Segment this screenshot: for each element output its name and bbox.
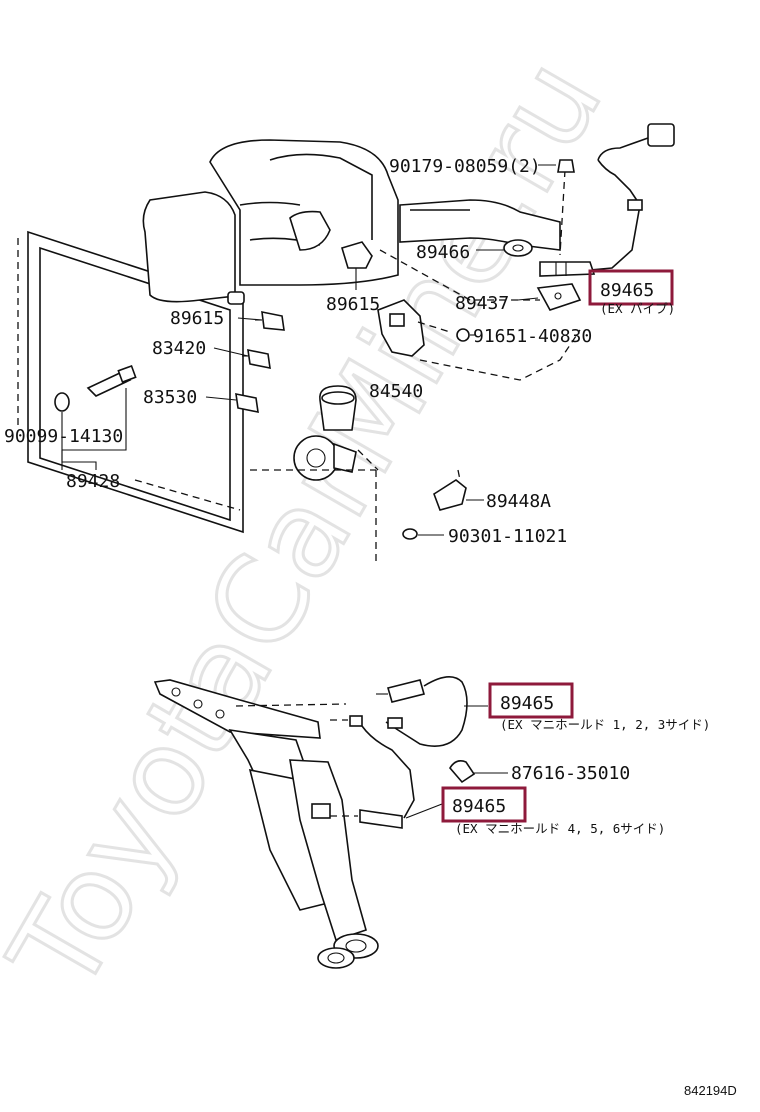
sensor-89615-left xyxy=(255,310,285,331)
label-90301-11021[interactable]: 90301-11021 xyxy=(448,526,567,547)
sensor-83530 xyxy=(235,392,259,414)
label-89465-top[interactable]: 89465 xyxy=(600,280,654,301)
note-ex-pipe: (EX パイプ) xyxy=(600,301,675,316)
label-89615-upper[interactable]: 89615 xyxy=(326,294,380,315)
o-ring-90301 xyxy=(134,329,581,565)
label-83530[interactable]: 83530 xyxy=(143,387,197,408)
label-89465-mid[interactable]: 89465 xyxy=(500,693,554,714)
label-91651-40830[interactable]: 91651-40830 xyxy=(473,326,592,347)
sensor-89428 xyxy=(54,364,137,412)
note-ex-manifold-456: (EX マニホールド 4, 5, 6サイド) xyxy=(455,821,665,836)
note-ex-manifold-123: (EX マニホールド 1, 2, 3サイド) xyxy=(500,717,710,732)
leader-lines xyxy=(61,249,539,819)
label-89437[interactable]: 89437 xyxy=(455,293,509,314)
gasket-89466 xyxy=(503,239,533,257)
bolt-90179 xyxy=(538,159,575,173)
exhaust-manifold xyxy=(153,679,379,969)
o2-sensor-exhaust-pipe xyxy=(539,123,675,277)
highlight-box-low xyxy=(441,786,527,823)
label-87616-35010[interactable]: 87616-35010 xyxy=(511,763,630,784)
highlight-box-top xyxy=(588,269,674,306)
label-89615-left[interactable]: 89615 xyxy=(170,308,224,329)
highlight-box-mid xyxy=(488,682,574,719)
sensor-89615-upper xyxy=(341,241,373,285)
power-steering-pump xyxy=(293,385,379,481)
label-89466[interactable]: 89466 xyxy=(416,242,470,263)
label-89448a[interactable]: 89448A xyxy=(486,491,551,512)
sensor-84540 xyxy=(377,299,470,357)
label-89428[interactable]: 89428 xyxy=(66,471,120,492)
sensor-89448a xyxy=(433,469,467,511)
sensor-83420 xyxy=(242,348,271,370)
label-90179-08059[interactable]: 90179-08059(2) xyxy=(389,156,541,177)
bracket-89437 xyxy=(536,283,582,311)
o2-sensor-manifold-123 xyxy=(330,676,468,747)
diagram-id: 842194D xyxy=(684,1083,737,1098)
o2-sensor-manifold-456 xyxy=(330,725,415,829)
label-84540[interactable]: 84540 xyxy=(369,381,423,402)
label-89465-low[interactable]: 89465 xyxy=(452,796,506,817)
label-83420[interactable]: 83420 xyxy=(152,338,206,359)
label-90099-14130[interactable]: 90099-14130 xyxy=(4,426,123,447)
clamp-87616 xyxy=(449,760,476,784)
